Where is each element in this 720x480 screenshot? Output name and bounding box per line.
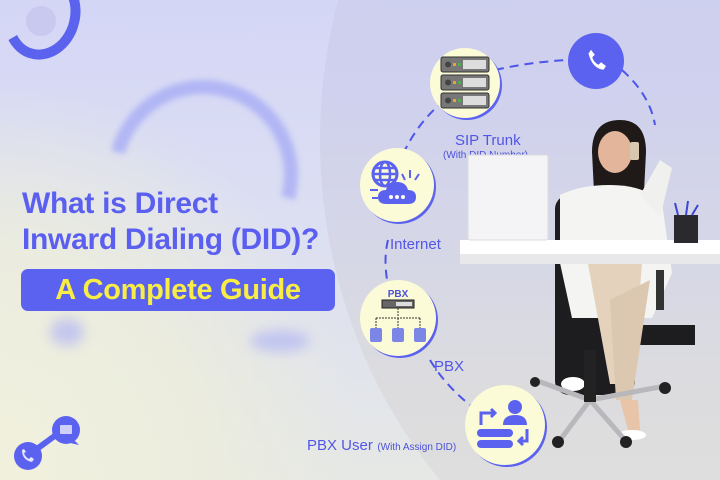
title-line-2: Inward Dialing (DID)? — [22, 223, 320, 256]
svg-text:PBX: PBX — [388, 289, 409, 300]
sip-trunk-node — [430, 48, 500, 118]
title-line-1: What is Direct — [22, 187, 218, 220]
decorative-blur — [250, 330, 310, 352]
pbx-user-node — [465, 385, 545, 465]
server-rack-icon — [440, 56, 490, 109]
guide-badge: A Complete Guide — [21, 269, 335, 311]
pbx-user-label: PBX User (With Assign DID) — [307, 437, 456, 455]
pbx-node: PBX — [360, 280, 436, 356]
pbx-user-label-main: PBX User — [307, 437, 373, 454]
decorative-blur — [50, 318, 84, 346]
page-title: What is Direct Inward Dialing (DID)? — [22, 186, 319, 258]
pbx-user-sublabel: (With Assign DID) — [377, 442, 457, 453]
sip-trunk-label: SIP Trunk — [455, 132, 521, 149]
globe-cloud-icon — [370, 160, 420, 204]
phone-node — [568, 33, 624, 89]
internet-node — [360, 148, 434, 222]
pbx-network-icon: PBX — [370, 289, 426, 342]
woman-at-desk-illustration — [460, 120, 720, 448]
user-server-icon — [477, 400, 529, 448]
pbx-label: PBX — [434, 358, 465, 375]
call-chat-connect-icon — [14, 416, 80, 470]
phone-handset-icon — [588, 49, 606, 70]
decorative-dot — [26, 6, 56, 36]
internet-label: Internet — [390, 236, 441, 253]
